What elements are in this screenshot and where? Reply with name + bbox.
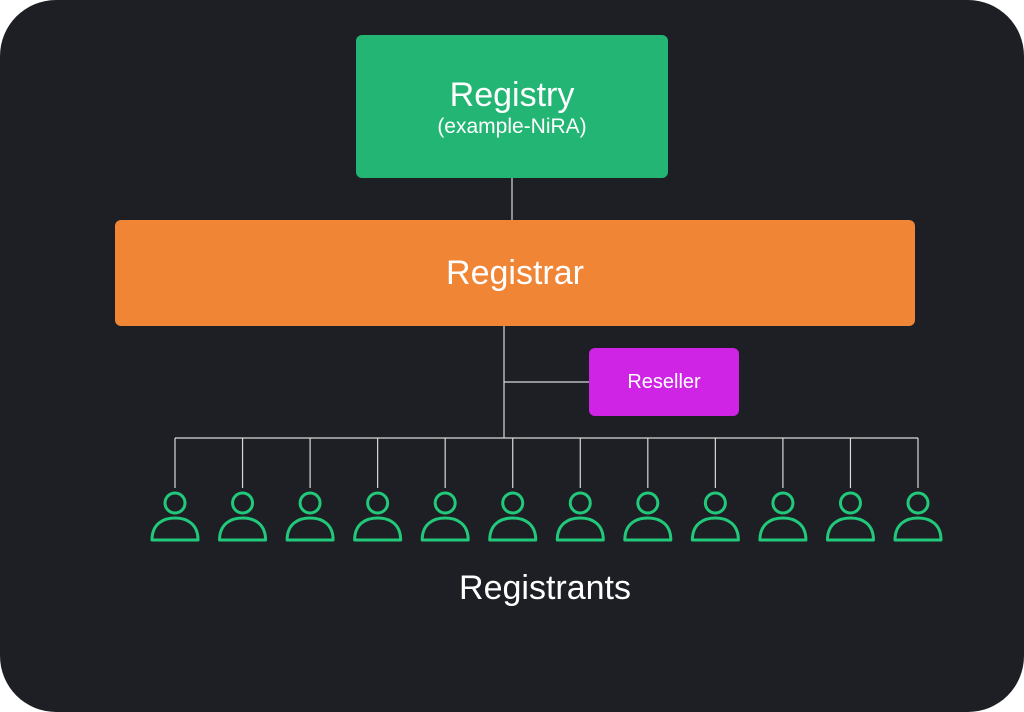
person-icon xyxy=(893,491,943,542)
person-icon xyxy=(150,491,200,542)
person-icon xyxy=(555,491,605,542)
person-icon xyxy=(285,491,335,542)
person-icon xyxy=(488,491,538,542)
registry-title: Registry xyxy=(449,75,575,114)
person-icon xyxy=(690,491,740,542)
person-icon xyxy=(218,491,268,542)
registry-subtitle: (example-NiRA) xyxy=(437,114,587,138)
registrants-label: Registrants xyxy=(459,569,631,607)
person-icon xyxy=(353,491,403,542)
person-icon xyxy=(623,491,673,542)
registrar-title: Registrar xyxy=(446,253,584,292)
registrar-box: Registrar xyxy=(115,220,915,326)
reseller-box: Reseller xyxy=(589,348,739,416)
person-icon xyxy=(420,491,470,542)
registry-box: Registry (example-NiRA) xyxy=(356,35,668,178)
person-icon xyxy=(758,491,808,542)
reseller-title: Reseller xyxy=(627,370,701,393)
person-icon xyxy=(825,491,875,542)
